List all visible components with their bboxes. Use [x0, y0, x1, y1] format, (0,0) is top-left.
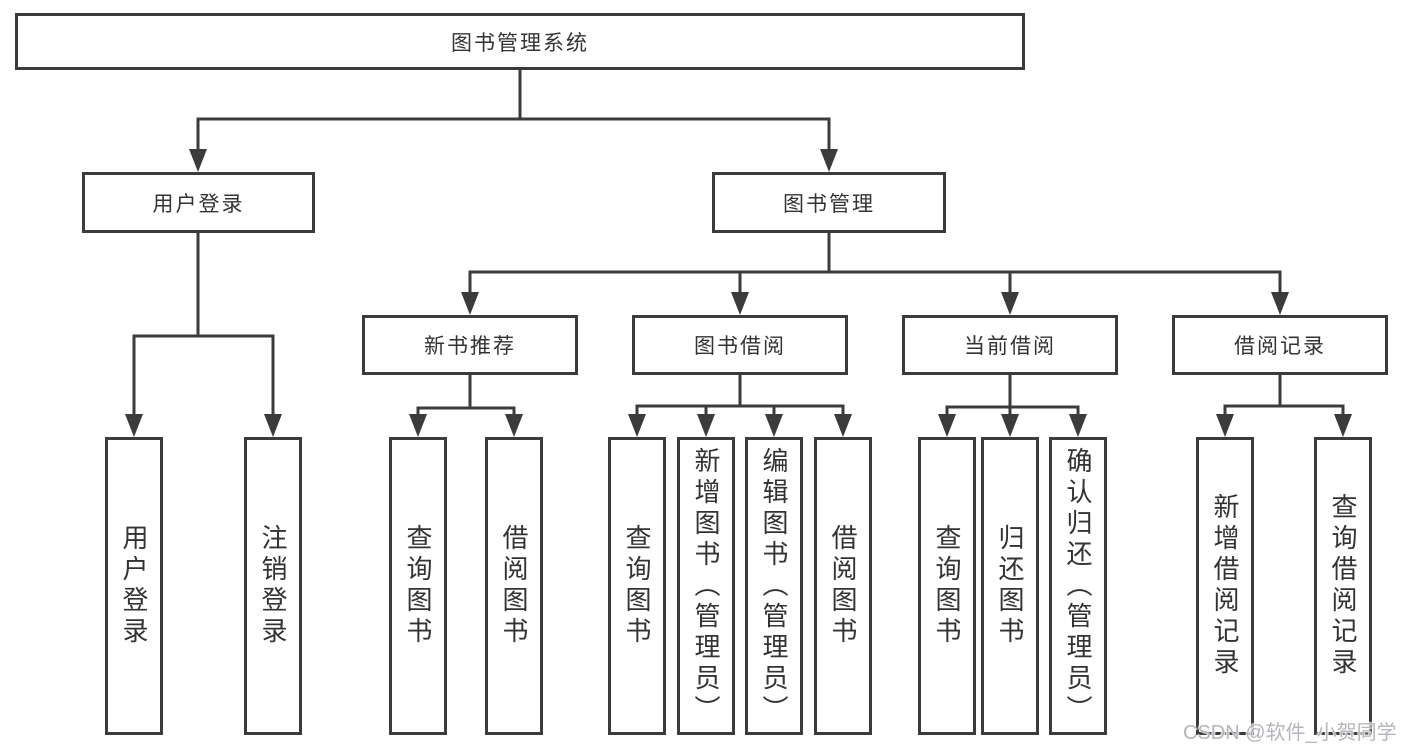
leaf-bb-add-books-admin-label: 新增图书（管理员）: [691, 446, 721, 726]
csdn-watermark: CSDN @软件_小贺同学: [1183, 722, 1397, 744]
arrowhead-book-borrowing: [731, 292, 749, 315]
leaf-logout: 注销登录: [244, 437, 302, 735]
arrowhead-current-borrowing: [1001, 292, 1019, 315]
arrowhead-cb-confirm: [1069, 414, 1087, 437]
arrowhead-br-add: [1216, 414, 1234, 437]
leaf-br-add-record-label: 新增借阅记录: [1210, 493, 1240, 679]
leaf-bb-add-books-admin: 新增图书（管理员）: [677, 437, 735, 735]
arrowhead-bb-borrow: [834, 414, 852, 437]
leaf-cb-confirm-return-admin-label: 确认归还（管理员）: [1063, 446, 1093, 726]
leaf-nb-query-books-label: 查询图书: [403, 524, 433, 648]
arrowhead-nb-borrow: [505, 414, 523, 437]
node-new-book-recommend-label: 新书推荐: [424, 335, 516, 358]
leaf-user-login: 用户登录: [105, 437, 163, 735]
node-current-borrowing-label: 当前借阅: [964, 335, 1056, 358]
node-book-borrowing: 图书借阅: [632, 315, 848, 375]
leaf-nb-borrow-books: 借阅图书: [485, 437, 543, 735]
leaf-nb-borrow-books-label: 借阅图书: [499, 524, 529, 648]
arrowhead-leaf-login: [125, 414, 143, 437]
leaf-br-add-record: 新增借阅记录: [1196, 437, 1254, 735]
leaf-cb-return-books: 归还图书: [981, 437, 1039, 735]
node-borrowing-records-label: 借阅记录: [1234, 335, 1326, 358]
arrowhead-bb-query: [628, 414, 646, 437]
arrowhead-cb-query: [938, 414, 956, 437]
arrowhead-nb-query: [409, 414, 427, 437]
node-book-borrowing-label: 图书借阅: [694, 335, 786, 358]
leaf-cb-return-books-label: 归还图书: [995, 524, 1025, 648]
arrowhead-borrowing-records: [1271, 292, 1289, 315]
node-book-management: 图书管理: [712, 172, 946, 233]
arrowhead-bb-add: [697, 414, 715, 437]
leaf-user-login-label: 用户登录: [119, 524, 149, 648]
leaf-bb-edit-books-admin: 编辑图书（管理员）: [745, 437, 803, 735]
leaf-cb-query-books-label: 查询图书: [932, 524, 962, 648]
node-borrowing-records: 借阅记录: [1172, 315, 1388, 375]
leaf-br-query-record: 查询借阅记录: [1314, 437, 1372, 735]
arrowhead-cb-return: [1001, 414, 1019, 437]
node-current-borrowing: 当前借阅: [902, 315, 1118, 375]
leaf-bb-query-books: 查询图书: [608, 437, 666, 735]
arrowhead-user-login: [189, 149, 207, 172]
node-user-login-label: 用户登录: [152, 192, 245, 216]
arrowhead-br-query: [1334, 414, 1352, 437]
leaf-cb-query-books: 查询图书: [918, 437, 976, 735]
arrowhead-book-management: [820, 149, 838, 172]
leaf-bb-query-books-label: 查询图书: [622, 524, 652, 648]
leaf-br-query-record-label: 查询借阅记录: [1328, 493, 1358, 679]
arrowhead-new-book: [461, 292, 479, 315]
leaf-bb-borrow-books: 借阅图书: [814, 437, 872, 735]
node-new-book-recommend: 新书推荐: [362, 315, 578, 375]
node-user-login: 用户登录: [82, 172, 315, 233]
node-book-management-label: 图书管理: [783, 192, 875, 216]
node-root: 图书管理系统: [15, 13, 1025, 70]
leaf-bb-edit-books-admin-label: 编辑图书（管理员）: [759, 446, 789, 726]
leaf-bb-borrow-books-label: 借阅图书: [828, 524, 858, 648]
leaf-logout-label: 注销登录: [258, 524, 288, 648]
arrowhead-bb-edit: [765, 414, 783, 437]
leaf-cb-confirm-return-admin: 确认归还（管理员）: [1049, 437, 1107, 735]
leaf-nb-query-books: 查询图书: [389, 437, 447, 735]
arrowhead-leaf-logout: [264, 414, 282, 437]
node-root-label: 图书管理系统: [451, 31, 589, 55]
